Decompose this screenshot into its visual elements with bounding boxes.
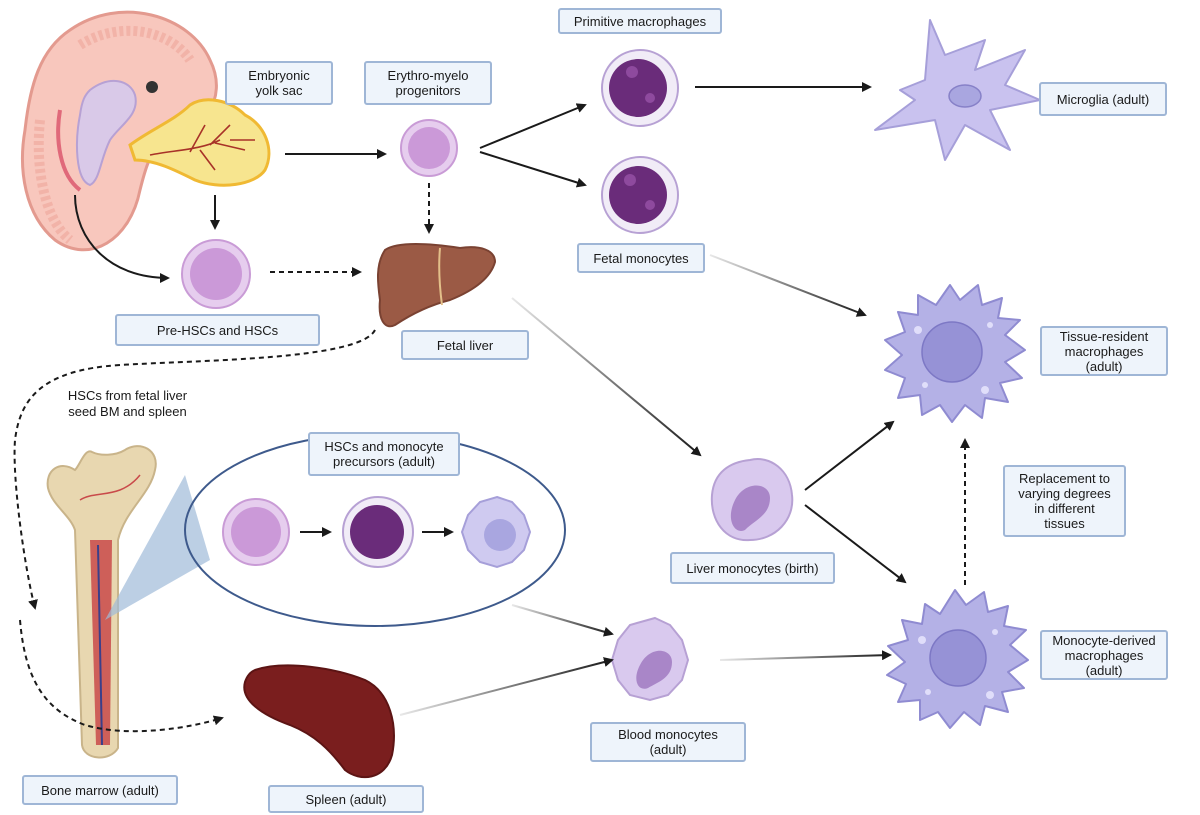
label-erythro-myelo-progenitors: Erythro-myelo progenitors — [364, 61, 492, 105]
label-replacement: Replacement to varying degrees in differ… — [1003, 465, 1126, 537]
label-microglia: Microglia (adult) — [1039, 82, 1167, 116]
primitive-macrophage-cell — [601, 49, 679, 127]
zoom-cone — [105, 475, 210, 620]
label-liver-monocytes: Liver monocytes (birth) — [670, 552, 835, 584]
fetal-liver-organ — [377, 243, 497, 328]
label-bone-marrow: Bone marrow (adult) — [22, 775, 178, 805]
label-fetal-liver: Fetal liver — [401, 330, 529, 360]
erythro-myelo-progenitor-cell — [400, 119, 458, 177]
microglia-cell — [874, 19, 1041, 161]
monocyte-derived-macrophage-cell — [886, 589, 1029, 729]
label-tissue-resident-macrophages: Tissue-resident macrophages (adult) — [1040, 326, 1168, 376]
label-embryonic-yolk-sac: Embryonic yolk sac — [225, 61, 333, 105]
spleen-organ — [243, 664, 395, 778]
tissue-resident-macrophage-cell — [884, 284, 1026, 423]
adult-hsc-cell — [222, 498, 290, 566]
liver-monocyte-cell — [710, 458, 794, 542]
femur-bone — [46, 445, 157, 759]
label-pre-hscs-and-hscs: Pre-HSCs and HSCs — [115, 314, 320, 346]
label-spleen: Spleen (adult) — [268, 785, 424, 813]
adult-monocyte-cell — [460, 495, 532, 569]
fetal-monocyte-cell — [601, 156, 679, 234]
blood-monocyte-cell — [610, 616, 690, 702]
label-fetal-monocytes: Fetal monocytes — [577, 243, 705, 273]
label-blood-monocytes: Blood monocytes (adult) — [590, 722, 746, 762]
pre-hsc-cell — [181, 239, 251, 309]
label-monocyte-derived-macrophages: Monocyte-derived macrophages (adult) — [1040, 630, 1168, 680]
label-primitive-macrophages: Primitive macrophages — [558, 8, 722, 34]
label-hscs-from-fetal-liver: HSCs from fetal liver seed BM and spleen — [67, 388, 188, 419]
arrows — [13, 82, 970, 733]
embryo-illustration — [21, 10, 271, 252]
adult-monocyte-precursor-cell — [342, 496, 414, 568]
label-hscs-and-monocyte-precursors: HSCs and monocyte precursors (adult) — [308, 432, 460, 476]
